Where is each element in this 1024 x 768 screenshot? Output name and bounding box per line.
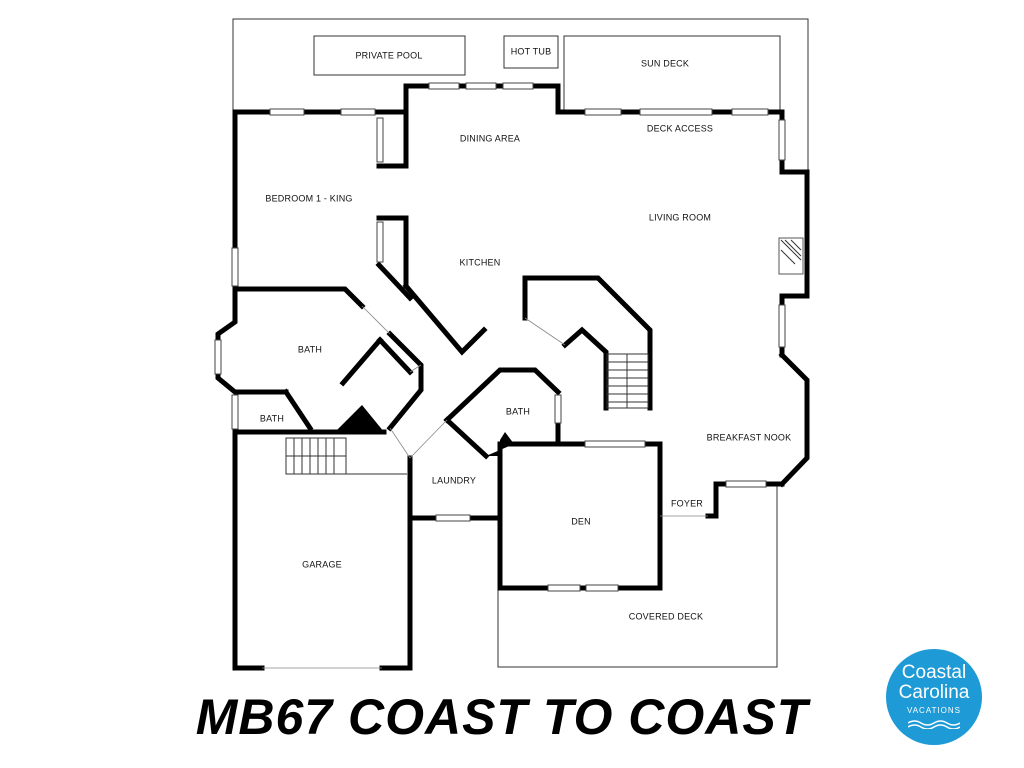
logo-line-1: Coastal [901, 662, 967, 683]
room-deck-access: DECK ACCESS [647, 123, 713, 133]
deck-outlines [232, 18, 809, 669]
room-kitchen: KITCHEN [460, 257, 501, 267]
hot-tub-outline [503, 35, 559, 69]
room-bath-3: BATH [506, 406, 530, 416]
walls [215, 83, 810, 671]
room-laundry: LAUNDRY [432, 475, 476, 485]
closet-shading-2 [486, 432, 514, 456]
logo-line-3: VACATIONS [906, 706, 962, 715]
room-foyer: FOYER [671, 498, 703, 508]
closet-shading [335, 405, 384, 432]
plan-title-text: MB67 COAST TO COAST [195, 689, 809, 745]
fireplace-icon [780, 239, 802, 265]
door-swings [262, 305, 708, 669]
wave-icon [908, 720, 960, 729]
room-sun-deck: SUN DECK [641, 58, 689, 68]
room-private-pool: PRIVATE POOL [355, 50, 422, 60]
stairs [285, 353, 649, 475]
room-bath-1: BATH [298, 344, 322, 354]
room-bedroom-1: BEDROOM 1 - KING [265, 193, 352, 203]
logo-line-2: Carolina [898, 682, 970, 703]
plan-title: MB67 COAST TO COAST [0, 688, 1024, 746]
room-bath-2: BATH [260, 413, 284, 423]
room-breakfast-nook: BREAKFAST NOOK [707, 432, 792, 442]
company-logo: Coastal Carolina VACATIONS [886, 649, 982, 745]
pool-outline [313, 35, 466, 76]
room-dining-area: DINING AREA [460, 133, 520, 143]
windows [214, 82, 804, 592]
room-hot-tub: HOT TUB [511, 46, 552, 56]
room-covered-deck: COVERED DECK [629, 611, 703, 621]
room-garage: GARAGE [302, 559, 342, 569]
room-den: DEN [571, 516, 591, 526]
room-living-room: LIVING ROOM [649, 212, 711, 222]
